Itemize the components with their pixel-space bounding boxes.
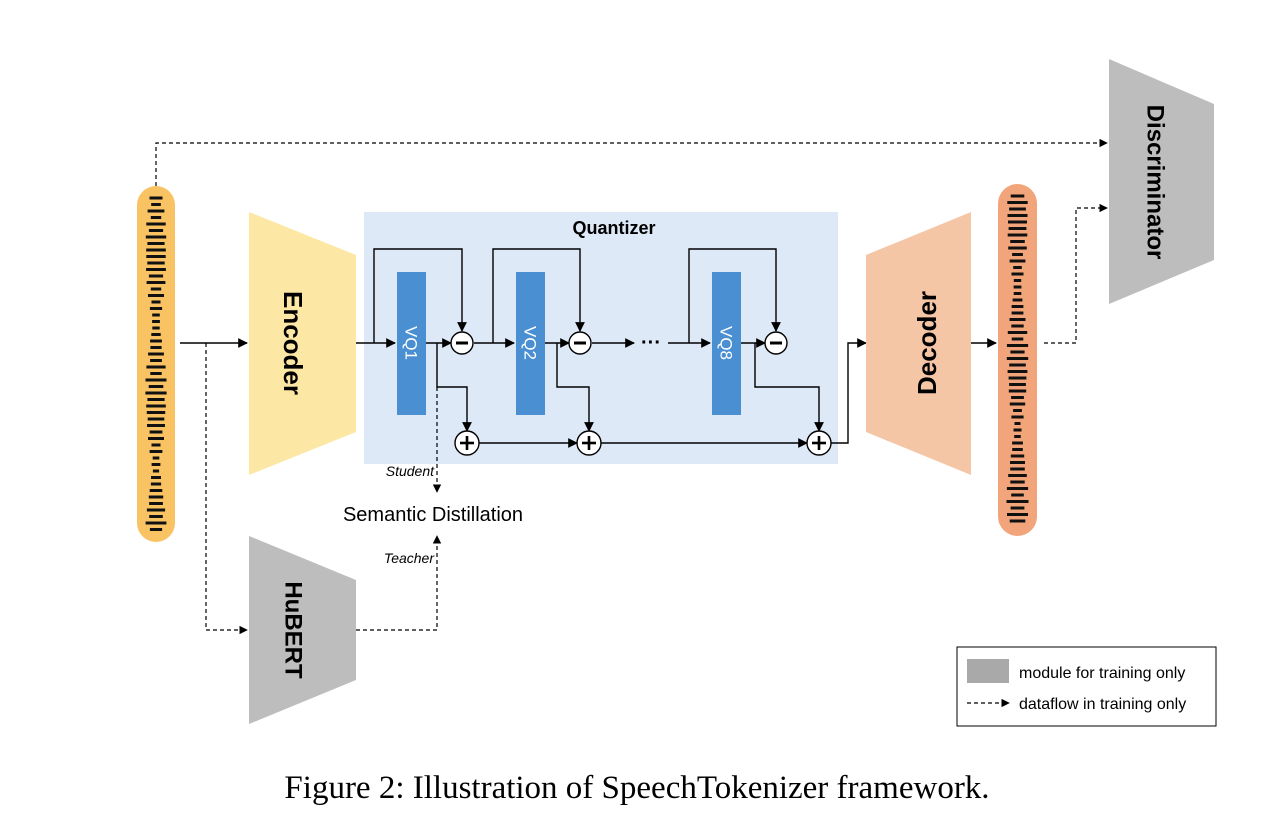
teacher-label: Teacher <box>384 550 435 566</box>
encoder-label: Encoder <box>278 291 308 395</box>
ellipsis: ··· <box>641 332 661 354</box>
hubert-label: HuBERT <box>280 581 307 679</box>
residual-loop-1 <box>373 248 467 343</box>
discriminator-block <box>1109 59 1214 304</box>
subtract-node-2 <box>568 331 592 355</box>
vq8-label: VQ8 <box>717 326 736 360</box>
subtract-node-8 <box>764 331 788 355</box>
subtract-node-1 <box>450 331 474 355</box>
vq8-block <box>712 272 741 415</box>
input-waveform-background <box>137 186 175 542</box>
encoder-block <box>249 212 356 475</box>
quantizer-dataflow <box>180 248 997 448</box>
vq1-label: VQ1 <box>402 326 421 360</box>
input-to-discriminator-arrow <box>155 138 1108 186</box>
vq2-to-plus2-arrow <box>556 343 594 432</box>
add-node-8 <box>806 430 832 456</box>
output-to-discriminator-arrow <box>1044 203 1108 344</box>
hubert-block <box>249 536 356 724</box>
vq2-label: VQ2 <box>521 326 540 360</box>
legend-swatch-training-module <box>967 659 1009 683</box>
input-waveform <box>137 186 175 542</box>
vq2-block <box>516 272 545 415</box>
legend: module for training only dataflow in tra… <box>956 646 1217 727</box>
decoder-block <box>866 212 971 475</box>
residual-loop-2 <box>492 248 585 343</box>
teacher-arrow <box>356 535 442 631</box>
semantic-distillation-label: Semantic Distillation <box>343 504 523 526</box>
quantizer-to-decoder-arrow <box>831 338 867 444</box>
residual-loop-8 <box>688 248 781 343</box>
discriminator-label: Discriminator <box>1142 105 1169 260</box>
vq1-block <box>397 272 426 415</box>
decoder-label: Decoder <box>912 291 942 395</box>
vq8-to-plus8-arrow <box>754 343 824 432</box>
input-waveform-bars <box>145 196 167 531</box>
legend-box <box>956 646 1217 727</box>
quantizer-container <box>364 212 838 464</box>
legend-training-module-label: module for training only <box>1019 665 1185 682</box>
training-dataflow <box>155 138 1108 635</box>
legend-training-dataflow-label: dataflow in training only <box>1019 696 1186 713</box>
figure-caption: Figure 2: Illustration of SpeechTokenize… <box>284 770 990 806</box>
output-waveform <box>998 184 1037 536</box>
add-node-2 <box>576 430 602 456</box>
student-label: Student <box>386 463 435 479</box>
add-node-1 <box>454 430 480 456</box>
vq1-to-plus1-arrow <box>436 343 472 432</box>
quantizer-label: Quantizer <box>572 218 655 238</box>
output-waveform-bars <box>1006 194 1029 523</box>
input-to-hubert-arrow <box>205 343 248 635</box>
